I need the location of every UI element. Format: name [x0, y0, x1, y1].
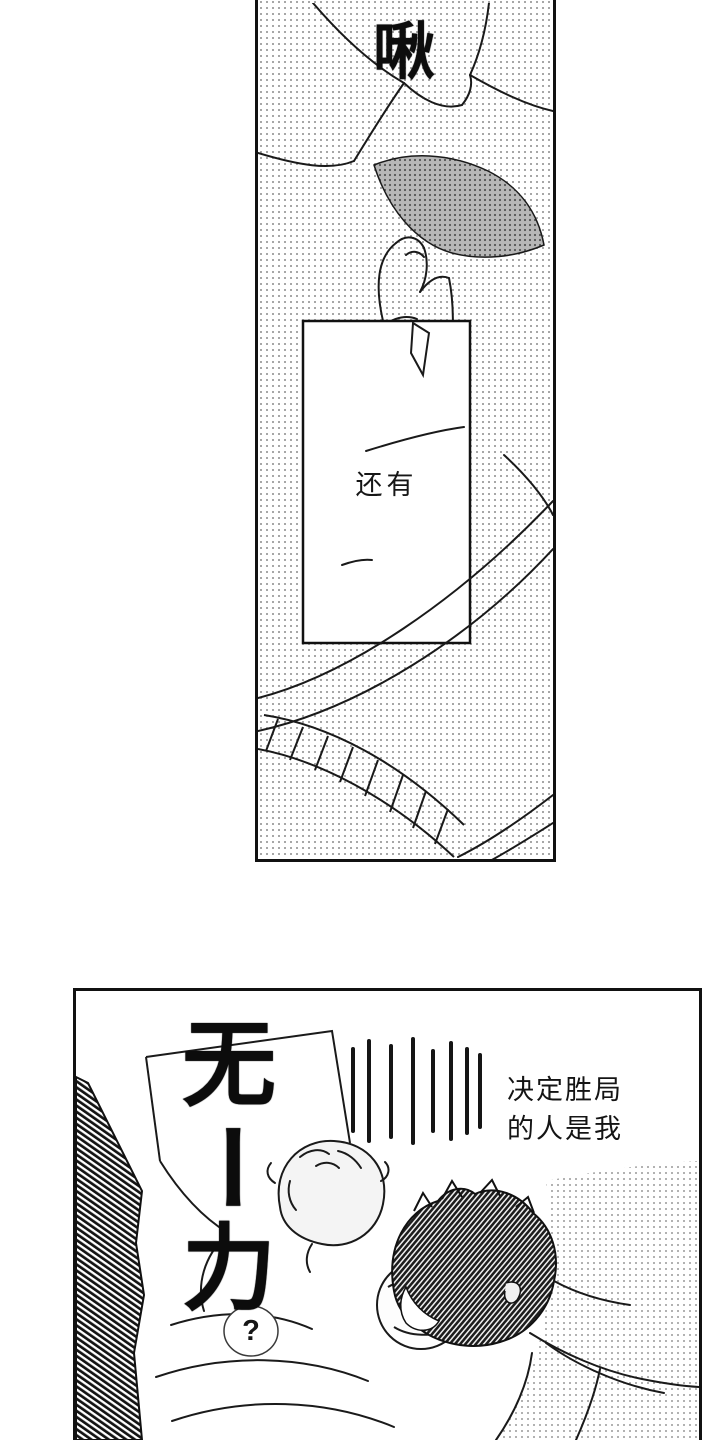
- caption-box: 还有: [303, 321, 470, 643]
- sfx-impact-vertical: 无 ー 力: [170, 1011, 291, 1321]
- dialogue-block: 决定胜局 的人是我: [507, 1071, 623, 1149]
- question-bubble: ?: [234, 1309, 268, 1353]
- question-mark-text: ?: [242, 1314, 260, 1347]
- panel-top-artwork: [258, 3, 553, 859]
- dialogue-line-2: 的人是我: [507, 1114, 623, 1145]
- sfx-char-2: ー: [169, 1119, 291, 1215]
- dialogue-line-1: 决定胜局: [507, 1075, 623, 1105]
- panel-bottom: 无 ー 力 决定胜局 的人是我 ?: [73, 988, 702, 1440]
- sfx-char-3: 力: [182, 1215, 277, 1321]
- sfx-char-1: 无: [182, 1011, 277, 1117]
- panel-bottom-artwork: [76, 1029, 699, 1440]
- panel-top: 啾: [255, 0, 556, 862]
- sfx-kiss-text: 啾: [373, 18, 436, 87]
- caption-text: 还有: [355, 469, 418, 500]
